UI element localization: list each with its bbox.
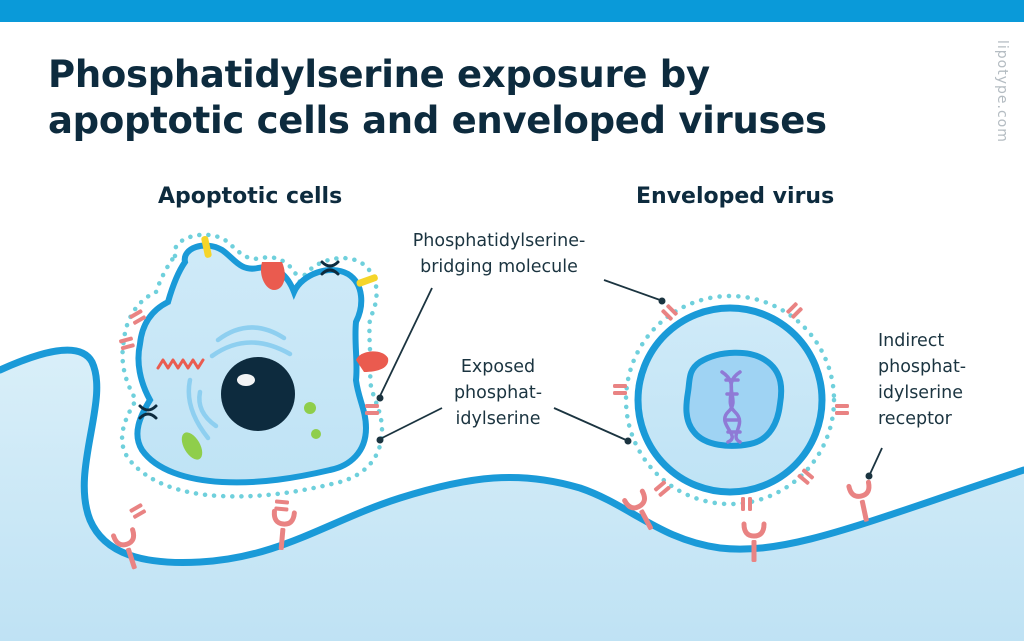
label-exposed-line-3: idylserine <box>455 409 541 429</box>
nucleus <box>221 357 295 431</box>
top-accent-bar <box>0 0 1024 22</box>
red-membrane-protein <box>260 262 285 290</box>
enveloped-virus <box>613 293 849 511</box>
section-label-apoptotic: Apoptotic cells <box>158 184 343 209</box>
vesicle <box>311 429 321 439</box>
virus-ps-dots <box>623 293 837 507</box>
nucleus-highlight <box>237 374 255 386</box>
section-label-virus: Enveloped virus <box>636 184 835 209</box>
label-bridging-line-1: Phosphatidylserine- <box>412 231 586 251</box>
label-bridging-molecule: Phosphatidylserine- bridging molecule <box>394 228 604 280</box>
ps-bridging-molecule-icon <box>274 499 290 512</box>
vesicle <box>304 402 316 414</box>
label-receptor-line-4: receptor <box>878 409 952 429</box>
exposed-ps-dots <box>119 232 385 499</box>
yellow-membrane-protein <box>356 274 378 287</box>
ps-bridging-molecule-icon <box>741 497 752 511</box>
watermark: lipotype.com <box>994 40 1010 143</box>
label-exposed-line-1: Exposed <box>460 357 536 377</box>
ps-bridging-molecule-icon <box>660 303 679 322</box>
apoptotic-cell <box>118 232 389 520</box>
title-line-2: apoptotic cells and enveloped viruses <box>48 99 827 142</box>
label-bridging-line-2: bridging molecule <box>420 257 578 277</box>
ps-bridging-molecule-icon <box>653 479 672 498</box>
label-receptor-line-1: Indirect <box>878 331 945 351</box>
label-exposed-line-2: phosphat- <box>453 383 543 403</box>
dna-icon <box>720 370 742 444</box>
label-receptor-line-3: idylserine <box>878 383 963 403</box>
red-membrane-protein <box>356 351 389 372</box>
golgi-organelle <box>186 325 293 441</box>
rna-squiggle <box>156 358 205 370</box>
label-indirect-receptor: Indirect phosphat- idylserine receptor <box>878 328 998 432</box>
ps-bridging-molecule-icon <box>128 502 147 520</box>
membrane-channel-icon <box>138 260 340 420</box>
ps-bridging-molecule-icon <box>365 404 379 415</box>
leader-lines <box>376 279 883 480</box>
title-line-1: Phosphatidylserine exposure by <box>48 53 710 96</box>
label-receptor-line-2: phosphat- <box>878 357 967 377</box>
yellow-membrane-protein <box>201 235 212 258</box>
label-exposed-ps: Exposed phosphat- idylserine <box>438 354 558 432</box>
ps-bridging-molecule-icon <box>118 336 136 351</box>
page-title: Phosphatidylserine exposure by apoptotic… <box>48 52 827 144</box>
mitochondrion <box>181 432 203 460</box>
ps-bridging-molecule-icon <box>835 404 849 415</box>
ps-bridging-molecule-icon <box>785 301 804 320</box>
host-cell-membrane <box>0 346 1024 566</box>
host-cell-tissue <box>0 350 1024 641</box>
ps-bridging-molecule-icon <box>796 467 815 486</box>
